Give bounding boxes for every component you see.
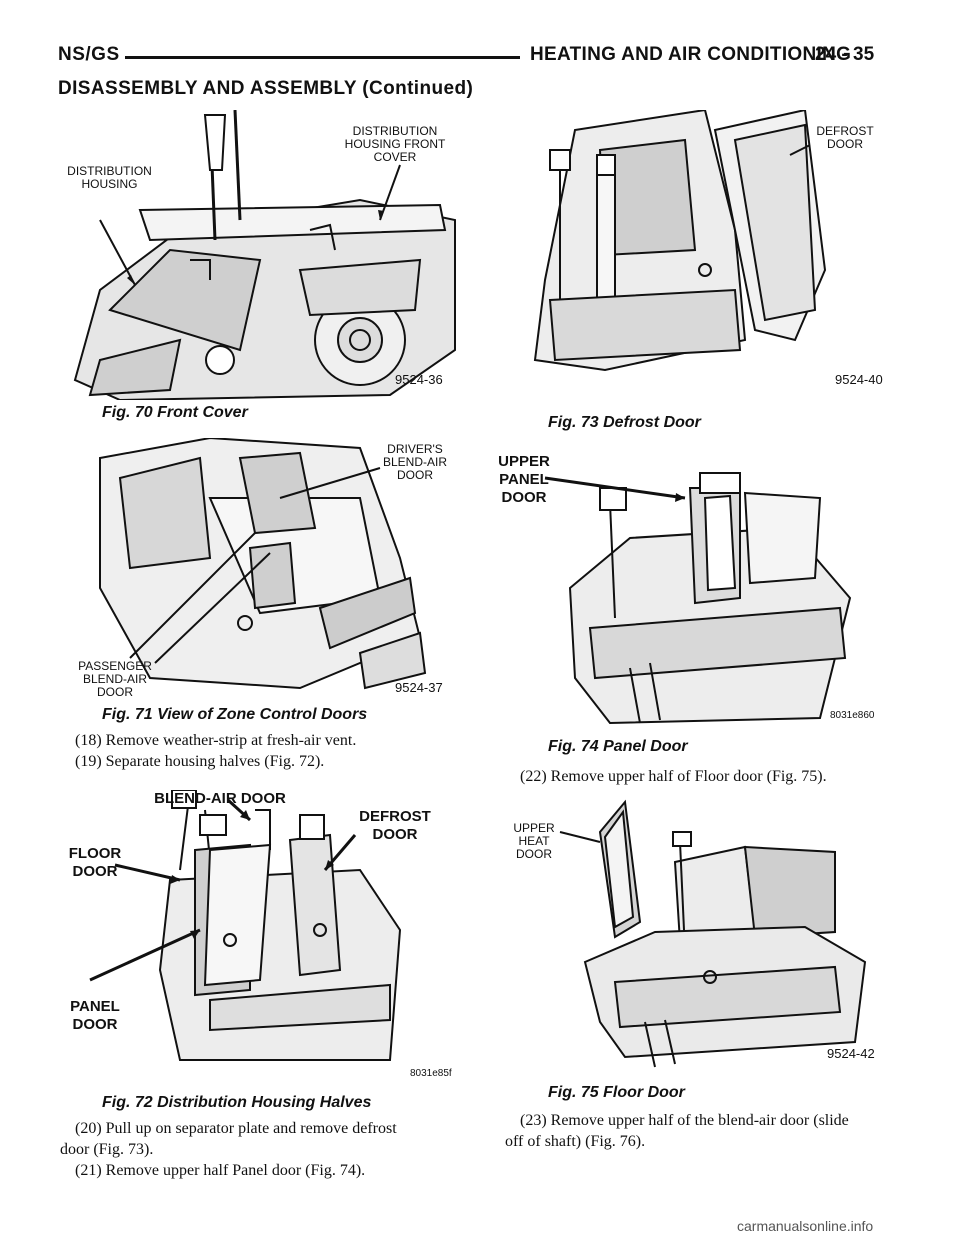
label-blend-air-door: BLEND-AIR DOOR (154, 790, 286, 807)
figure-74-caption: Fig. 74 Panel Door (548, 738, 688, 755)
figure-71-code: 9524-37 (395, 680, 443, 695)
figure-75-illustration: UPPER HEAT DOOR 9524-42 (505, 792, 905, 1076)
header-model: NS/GS (58, 44, 120, 65)
figure-75-code: 9524-42 (827, 1046, 875, 1061)
figure-70-caption: Fig. 70 Front Cover (102, 404, 248, 421)
figure-73-illustration: DEFROST DOOR 9524-40 (505, 110, 905, 400)
watermark: carmanualsonline.info (737, 1218, 874, 1234)
figure-74-illustration: UPPER PANEL DOOR 8031e860 (490, 448, 910, 732)
label-upper-heat-door: UPPER HEAT DOOR (513, 821, 555, 861)
label-distribution-housing: DISTRIBUTION HOUSING (67, 164, 152, 191)
figure-70-code: 9524-36 (395, 372, 443, 387)
label-floor-door: FLOOR DOOR (68, 845, 122, 880)
figure-73-caption: Fig. 73 Defrost Door (548, 414, 701, 431)
label-drivers-blend-air-door: DRIVER'S BLEND-AIR DOOR (382, 442, 447, 482)
label-distribution-housing-front-cover: DISTRIBUTION HOUSING FRONT COVER (344, 124, 446, 164)
section-title: DISASSEMBLY AND ASSEMBLY (Continued) (58, 78, 474, 99)
figure-72-caption: Fig. 72 Distribution Housing Halves (102, 1094, 372, 1111)
label-panel-door: PANEL DOOR (70, 998, 120, 1033)
figure-72-illustration: BLEND-AIR DOOR DEFROST DOOR FLOOR DOOR P… (60, 790, 460, 1080)
step-19-text: (19) Separate housing halves (Fig. 72). (75, 753, 325, 770)
figure-72-code: 8031e85f (410, 1068, 452, 1079)
step-22-text: (22) Remove upper half of Floor door (Fi… (520, 768, 827, 785)
header-rule (125, 56, 520, 59)
step-18-text: (18) Remove weather-strip at fresh-air v… (75, 732, 357, 749)
step-20-text-line-2: door (Fig. 73). (60, 1141, 154, 1158)
step-20-text-line-1: (20) Pull up on separator plate and remo… (75, 1120, 397, 1137)
figure-70-illustration: DISTRIBUTION HOUSING DISTRIBUTION HOUSIN… (60, 110, 460, 400)
figure-71-illustration: DRIVER'S BLEND-AIR DOOR PASSENGER BLEND-… (60, 438, 460, 700)
label-upper-panel-door: UPPER PANEL DOOR (498, 453, 550, 506)
figure-75-caption: Fig. 75 Floor Door (548, 1084, 685, 1101)
figure-74-code: 8031e860 (830, 710, 875, 721)
label-defrost-door-72: DEFROST DOOR (359, 808, 431, 843)
label-passenger-blend-air-door: PASSENGER BLEND-AIR DOOR (78, 659, 152, 699)
header-title: HEATING AND AIR CONDITIONING (530, 44, 852, 65)
label-defrost-door-73: DEFROST DOOR (816, 124, 874, 151)
step-21-text: (21) Remove upper half Panel door (Fig. … (75, 1162, 366, 1179)
figure-71-caption: Fig. 71 View of Zone Control Doors (102, 706, 368, 723)
step-23-text-line-2: off of shaft) (Fig. 76). (505, 1133, 646, 1150)
header-page-number: 24 - 35 (815, 44, 875, 65)
figure-73-code: 9524-40 (835, 372, 883, 387)
step-23-text-line-1: (23) Remove upper half of the blend-air … (520, 1112, 849, 1129)
